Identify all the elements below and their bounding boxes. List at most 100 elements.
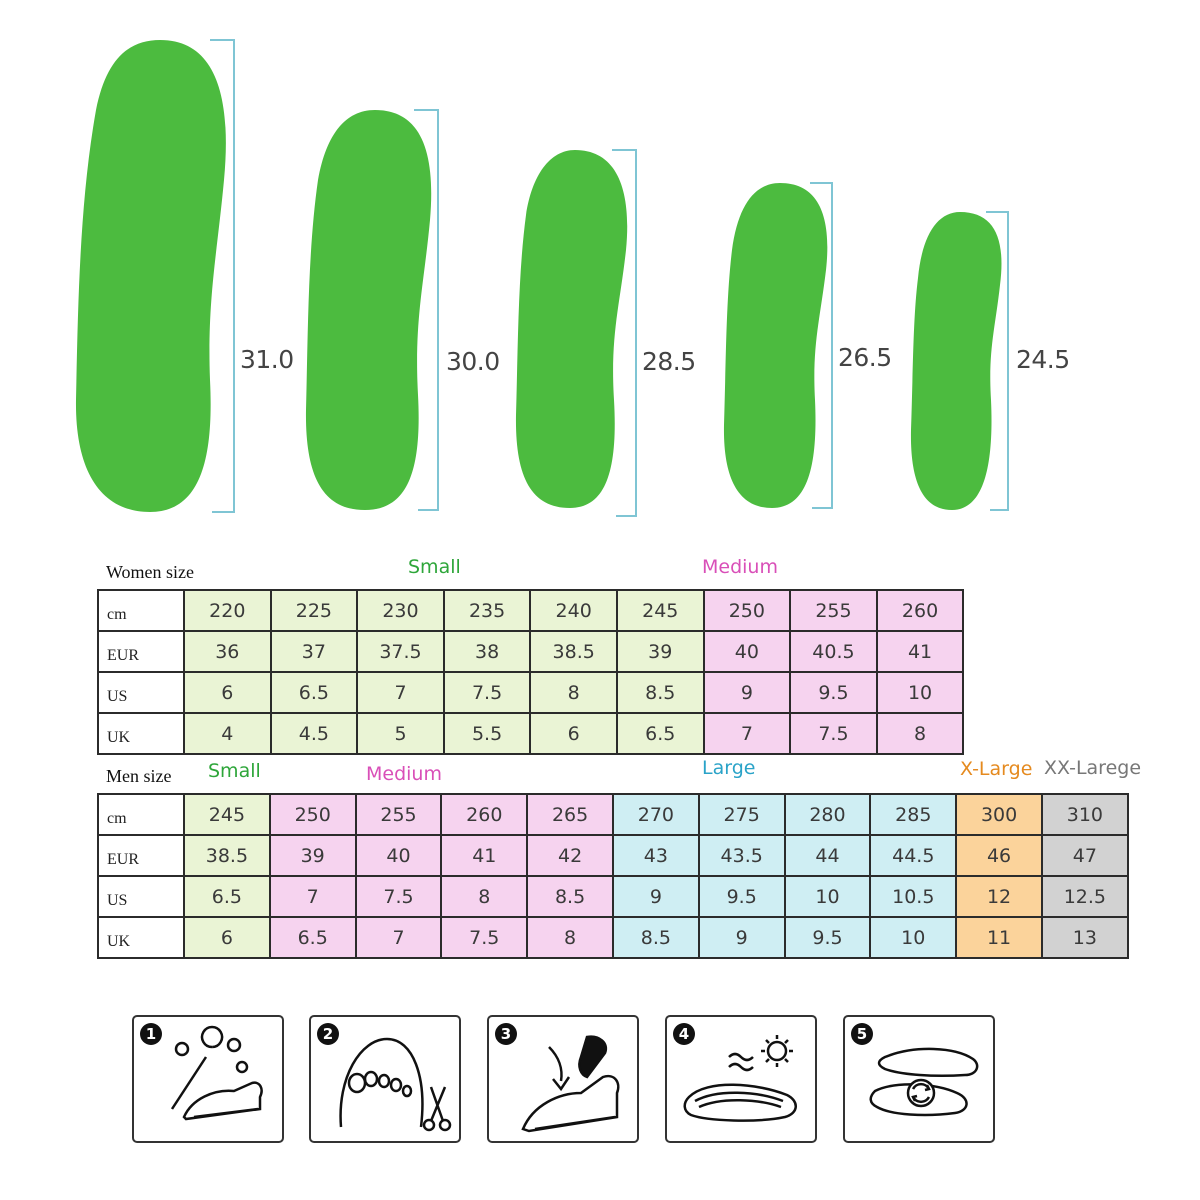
size-cell: 7.5 [789,712,878,755]
row-label: UK [97,916,185,959]
size-cell: 230 [356,589,445,632]
length-label-3: 28.5 [642,347,696,376]
size-cell: 245 [615,589,705,632]
size-cell: 42 [526,834,614,877]
size-cell: 260 [875,589,965,632]
size-cell: 255 [354,793,443,836]
size-cell: 38.5 [183,834,271,877]
trim-insole-icon [339,1037,452,1132]
men-medium-category: Medium [366,763,442,785]
size-cell: 9 [702,671,792,714]
replace-insole-icon [869,1047,979,1117]
bracket-5 [986,211,1009,511]
size-cell: 7.5 [440,916,529,959]
size-cell: 265 [526,793,614,836]
size-cell: 10 [869,916,958,959]
size-cell: 41 [875,630,965,673]
insole-5 [910,212,1002,510]
size-cell: 40 [354,834,443,877]
step-number: 5 [851,1023,873,1045]
size-cell: 8 [875,712,965,755]
insert-insole-icon [521,1035,620,1133]
size-cell: 12 [955,875,1043,918]
men-size-title: Men size [106,766,172,786]
step-number: 3 [495,1023,517,1045]
size-cell: 37 [269,630,359,673]
size-cell: 38 [442,630,532,673]
size-cell: 270 [611,793,700,836]
clean-shoe-icon [170,1025,263,1121]
size-cell: 235 [442,589,532,632]
size-cell: 8.5 [526,875,614,918]
size-cell: 7 [702,712,792,755]
size-cell: 6.5 [183,875,271,918]
size-cell: 9.5 [783,916,872,959]
size-cell: 7.5 [442,671,532,714]
size-cell: 37.5 [356,630,445,673]
men-xlarge-category: X-Large [960,758,1033,780]
size-cell: 46 [955,834,1043,877]
insoles-illustration [75,39,1009,517]
size-cell: 8 [526,916,614,959]
size-cell: 39 [615,630,705,673]
row-label: US [97,875,185,918]
insole-4 [723,183,828,508]
size-cell: 38.5 [529,630,618,673]
size-cell: 8.5 [615,671,705,714]
step-5-replace: 5 [843,1015,995,1143]
size-cell: 6.5 [268,916,357,959]
row-label: cm [97,793,185,836]
size-cell: 10.5 [869,875,958,918]
row-label: EUR [97,630,185,673]
men-xxlarge-category: XX-Larege [1044,757,1142,779]
insole-3 [515,150,628,508]
step-number: 2 [317,1023,339,1045]
size-cell: 9.5 [789,671,878,714]
bracket-3 [612,149,637,517]
size-cell: 300 [955,793,1043,836]
row-label: cm [97,589,185,632]
size-cell: 9.5 [697,875,786,918]
size-cell: 36 [183,630,272,673]
women-small-category: Small [408,556,461,578]
size-cell: 6.5 [615,712,705,755]
size-cell: 260 [440,793,529,836]
size-cell: 240 [529,589,618,632]
size-cell: 5 [356,712,445,755]
size-cell: 44 [783,834,872,877]
size-cell: 10 [875,671,965,714]
size-cell: 280 [783,793,872,836]
step-number: 4 [673,1023,695,1045]
size-cell: 4 [183,712,272,755]
size-cell: 225 [269,589,359,632]
bracket-1 [210,39,235,513]
step-1-clean: 1 [132,1015,284,1143]
step-number: 1 [140,1023,162,1045]
insole-2 [305,110,432,510]
size-cell: 250 [268,793,357,836]
size-cell: 275 [697,793,786,836]
size-cell: 6.5 [269,671,359,714]
row-label: US [97,671,185,714]
size-cell: 7 [354,916,443,959]
men-large-category: Large [702,757,756,779]
size-cell: 310 [1040,793,1129,836]
size-cell: 8.5 [611,916,700,959]
size-cell: 9 [697,916,786,959]
women-size-title: Women size [106,562,195,582]
size-cell: 5.5 [442,712,532,755]
size-cell: 245 [183,793,271,836]
bracket-4 [810,182,833,509]
size-cell: 7 [356,671,445,714]
bracket-2 [414,109,439,511]
size-cell: 47 [1040,834,1129,877]
row-label: UK [97,712,185,755]
